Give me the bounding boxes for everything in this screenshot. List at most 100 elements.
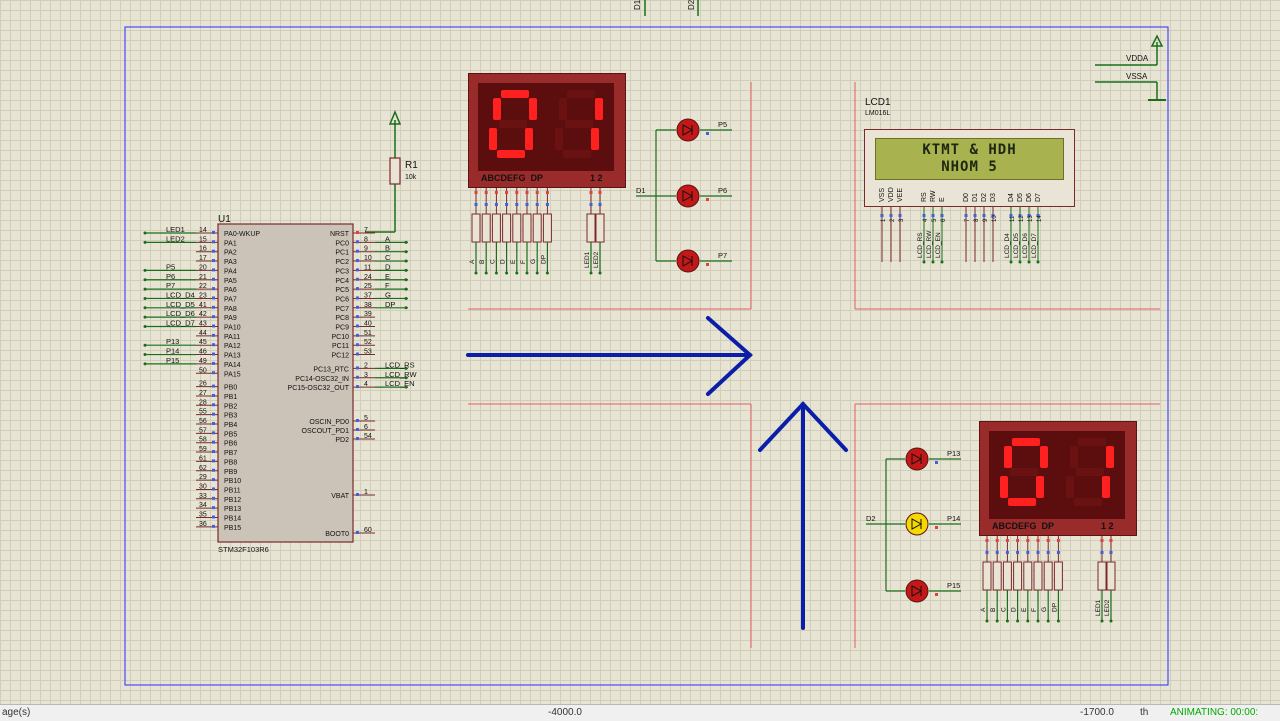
svg-text:PA5: PA5 (224, 278, 237, 285)
display1-digit2-seg-e (555, 128, 563, 150)
svg-text:14: 14 (1037, 215, 1043, 222)
svg-text:30: 30 (199, 483, 207, 490)
svg-text:F: F (520, 260, 527, 264)
display2-digit-labels: 1 2 (1101, 521, 1114, 531)
svg-text:VBAT: VBAT (331, 493, 349, 500)
display1-digits (481, 84, 613, 168)
svg-text:15: 15 (199, 236, 207, 243)
svg-text:3: 3 (364, 372, 368, 379)
svg-text:54: 54 (364, 433, 372, 440)
svg-text:13: 13 (1028, 215, 1034, 222)
svg-text:35: 35 (199, 512, 207, 519)
svg-text:PA1: PA1 (224, 240, 237, 247)
svg-text:D: D (1011, 607, 1018, 612)
lcd-pin-label-d3: D3 (990, 193, 997, 202)
svg-text:P15: P15 (166, 356, 179, 365)
display2-segment-labels: ABCDEFG DP (992, 521, 1055, 531)
svg-text:PA2: PA2 (224, 250, 237, 257)
svg-text:LCD_EN: LCD_EN (385, 379, 415, 388)
schematic-canvas[interactable]: D1 D2 VDDA (0, 0, 1280, 704)
svg-text:BOOT0: BOOT0 (325, 531, 349, 538)
svg-text:B: B (990, 608, 997, 612)
seven-segment-display-1[interactable]: ABCDEFG DP 1 2 (468, 73, 626, 188)
seven-segment-display-2[interactable]: ABCDEFG DP 1 2 (979, 421, 1137, 536)
mcu-u1[interactable]: U1 STM32F103R6 PA0-WKUP14LED1PA115LED2PA… (143, 214, 418, 554)
display2-digit1-seg-g (1010, 468, 1038, 476)
svg-text:P5: P5 (166, 262, 175, 271)
arrow-right (466, 316, 753, 396)
svg-text:9: 9 (364, 246, 368, 253)
svg-text:PB9: PB9 (224, 469, 237, 476)
svg-text:27: 27 (199, 390, 207, 397)
svg-text:PC3: PC3 (335, 268, 349, 275)
svg-text:PC0: PC0 (335, 240, 349, 247)
status-units: th (1140, 707, 1149, 718)
svg-text:PA13: PA13 (224, 353, 241, 360)
display1-digit1-seg-a (501, 90, 529, 98)
display1-digit1-seg-d (497, 150, 525, 158)
svg-text:LED1: LED1 (1095, 599, 1102, 616)
display2-digit2-seg-c (1102, 476, 1110, 498)
schematic-svg[interactable]: D1 D2 VDDA (0, 0, 1280, 704)
resistor-r1[interactable]: R1 10k (365, 110, 418, 233)
svg-text:P13: P13 (166, 337, 179, 346)
svg-text:5: 5 (932, 218, 938, 222)
svg-text:F: F (385, 281, 390, 290)
